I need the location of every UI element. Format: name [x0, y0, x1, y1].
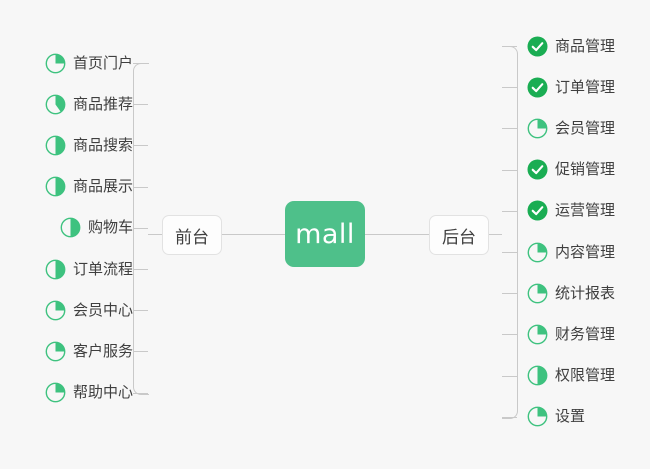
leaf-item-label: 订单管理: [555, 77, 616, 96]
leaf-item-label: 运营管理: [555, 201, 616, 220]
pie-progress-icon: [527, 365, 548, 386]
leaf-item-backend-2[interactable]: 会员管理: [527, 115, 615, 141]
leaf-item-label: 统计报表: [555, 283, 616, 302]
center-node-mall[interactable]: mall: [285, 201, 365, 267]
leaf-item-frontend-1[interactable]: 商品推荐: [45, 91, 133, 117]
branch-node-backend[interactable]: 后台: [429, 215, 489, 255]
connector-branch-frontend: [148, 234, 162, 235]
leaf-item-label: 设置: [555, 407, 586, 426]
check-circle-icon: [527, 36, 548, 57]
leaf-item-backend-7[interactable]: 财务管理: [527, 321, 615, 347]
pie-progress-icon: [45, 94, 66, 115]
leaf-item-frontend-6[interactable]: 会员中心: [45, 297, 133, 323]
connector-stub: [502, 252, 517, 253]
pie-progress-icon: [60, 217, 81, 238]
connector-stub: [133, 351, 148, 353]
leaf-item-label: 订单流程: [72, 259, 133, 278]
connector-stub: [133, 186, 148, 188]
pie-progress-icon: [45, 135, 66, 156]
connector-stub: [502, 128, 517, 130]
connector-stub: [133, 104, 148, 106]
leaf-item-label: 商品管理: [555, 36, 616, 55]
pie-progress-icon: [45, 382, 66, 403]
branch-node-frontend-label: 前台: [175, 227, 209, 248]
connector-stub: [133, 269, 148, 270]
connector-center-left: [220, 234, 285, 235]
pie-progress-icon: [45, 176, 66, 197]
pie-progress-icon: [45, 300, 66, 321]
leaf-item-frontend-8[interactable]: 帮助中心: [45, 380, 133, 406]
leaf-item-label: 商品展示: [72, 177, 133, 196]
connector-stub: [502, 293, 517, 295]
connector-spine-frontend: [133, 63, 149, 395]
pie-progress-icon: [45, 53, 66, 74]
pie-progress-icon: [527, 324, 548, 345]
center-node-label: mall: [295, 218, 355, 250]
leaf-item-frontend-4[interactable]: 购物车: [60, 215, 133, 241]
leaf-item-label: 商品搜索: [72, 135, 133, 154]
connector-stub: [133, 310, 148, 312]
pie-progress-icon: [527, 406, 548, 427]
connector-branch-backend: [487, 234, 502, 235]
leaf-item-label: 内容管理: [555, 242, 616, 261]
pie-progress-icon: [527, 118, 548, 139]
leaf-item-backend-4[interactable]: 运营管理: [527, 198, 615, 224]
leaf-item-backend-1[interactable]: 订单管理: [527, 74, 615, 100]
leaf-item-label: 财务管理: [555, 324, 616, 343]
leaf-item-backend-3[interactable]: 促销管理: [527, 157, 615, 183]
connector-center-right: [365, 234, 429, 235]
leaf-item-backend-0[interactable]: 商品管理: [527, 33, 615, 59]
pie-progress-icon: [45, 341, 66, 362]
leaf-item-frontend-7[interactable]: 客户服务: [45, 338, 133, 364]
check-circle-icon: [527, 159, 548, 180]
connector-spine-backend: [502, 46, 518, 419]
pie-progress-icon: [527, 242, 548, 263]
branch-node-frontend[interactable]: 前台: [162, 215, 222, 255]
leaf-item-frontend-3[interactable]: 商品展示: [45, 174, 133, 200]
check-circle-icon: [527, 200, 548, 221]
leaf-item-frontend-0[interactable]: 首页门户: [45, 50, 133, 76]
leaf-item-frontend-2[interactable]: 商品搜索: [45, 132, 133, 158]
connector-stub: [502, 334, 517, 336]
leaf-item-backend-9[interactable]: 设置: [527, 404, 585, 430]
leaf-item-frontend-5[interactable]: 订单流程: [45, 256, 133, 282]
leaf-item-label: 会员管理: [555, 118, 616, 137]
pie-progress-icon: [527, 283, 548, 304]
pie-progress-icon: [45, 259, 66, 280]
leaf-item-backend-6[interactable]: 统计报表: [527, 280, 615, 306]
leaf-item-label: 帮助中心: [72, 383, 133, 402]
leaf-item-label: 客户服务: [72, 341, 133, 360]
connector-stub: [133, 145, 148, 147]
branch-node-backend-label: 后台: [442, 227, 476, 248]
check-circle-icon: [527, 77, 548, 98]
leaf-item-label: 权限管理: [555, 366, 616, 385]
connector-stub: [502, 87, 517, 89]
leaf-item-label: 首页门户: [72, 53, 133, 72]
connector-stub: [502, 375, 517, 377]
connector-stub: [133, 227, 148, 229]
leaf-item-label: 购物车: [87, 218, 133, 237]
leaf-item-backend-5[interactable]: 内容管理: [527, 239, 615, 265]
leaf-item-label: 商品推荐: [72, 94, 133, 113]
leaf-item-backend-8[interactable]: 权限管理: [527, 363, 615, 389]
connector-stub: [502, 169, 517, 171]
leaf-item-label: 会员中心: [72, 300, 133, 319]
leaf-item-label: 促销管理: [555, 160, 616, 179]
connector-stub: [502, 210, 517, 212]
